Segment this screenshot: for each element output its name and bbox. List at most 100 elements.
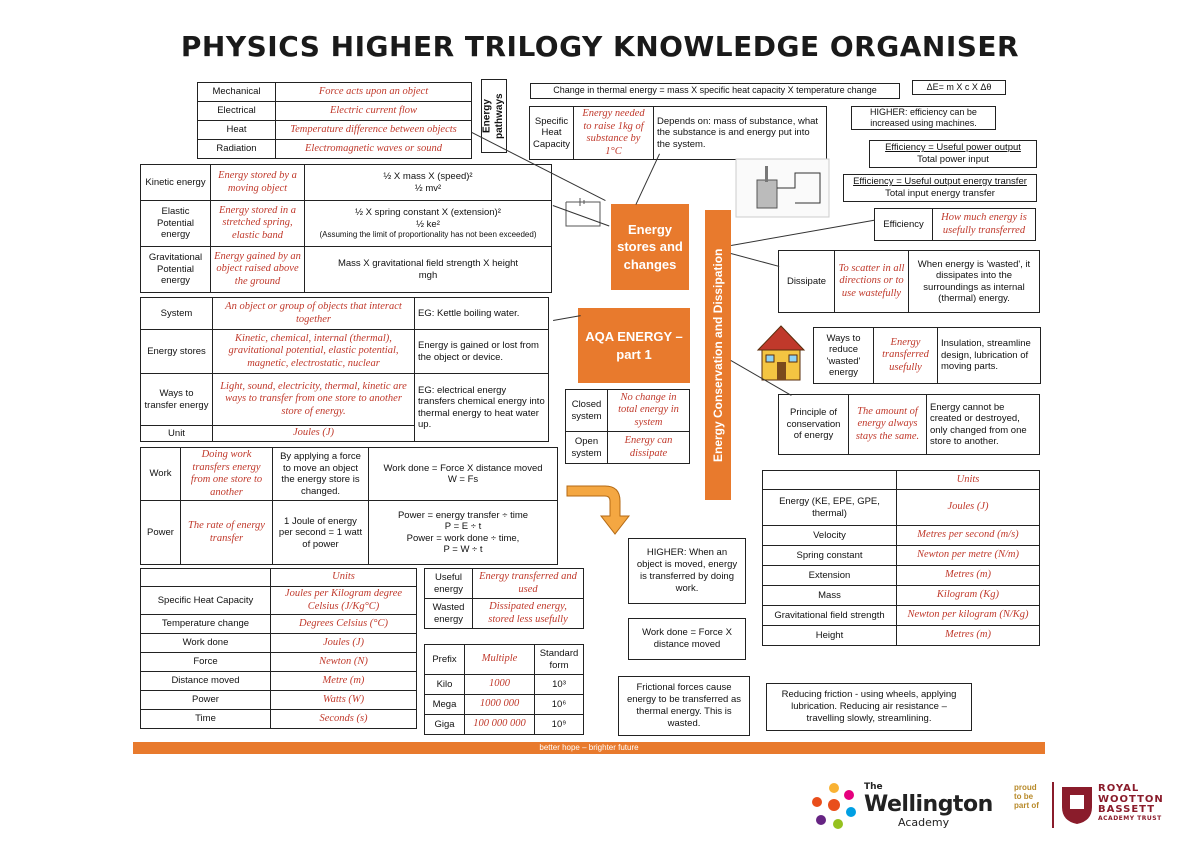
pathway-desc: Electromagnetic waves or sound xyxy=(275,139,472,159)
reduce-table: Ways to reduce 'wasted' energy Energy tr… xyxy=(813,327,1041,384)
pathway-name: Electrical xyxy=(197,101,276,121)
prefix-header: Multiple xyxy=(464,644,535,675)
pathway-name: Mechanical xyxy=(197,82,276,102)
store-name: Gravitational Potential energy xyxy=(140,246,211,293)
dissipate-desc: To scatter in all directions or to use w… xyxy=(834,250,909,313)
system-name: Ways to transfer energy xyxy=(140,373,213,426)
equation-line: ½ ke² xyxy=(416,218,440,230)
efficiency-table: Efficiency How much energy is usefully t… xyxy=(874,208,1036,241)
efficiency-name: Efficiency xyxy=(874,208,933,241)
prefix-standard: 10³ xyxy=(534,674,584,695)
pathway-name: Radiation xyxy=(197,139,276,159)
quantity-name: Power xyxy=(140,690,271,711)
useful-desc: Dissipated energy, stored less usefully xyxy=(472,598,584,629)
apparatus-diagram-icon xyxy=(735,158,830,218)
quantity-name: Energy (KE, EPE, GPE, thermal) xyxy=(762,489,897,526)
pathway-desc: Electric current flow xyxy=(275,101,472,121)
work-eq: Work done = Force X distance moved W = F… xyxy=(368,446,558,502)
reduce-note: Insulation, streamline design, lubricati… xyxy=(937,327,1041,384)
efficiency-eq2: Efficiency = Useful output energy transf… xyxy=(843,174,1037,202)
reduce-desc: Energy transferred usefully xyxy=(873,327,938,384)
system-type-desc: No change in total energy in system xyxy=(607,389,690,432)
empty-header-cell xyxy=(140,568,271,587)
connector-line xyxy=(635,153,660,205)
store-name: Kinetic energy xyxy=(140,164,211,201)
quantity-name: Time xyxy=(140,709,271,730)
useful-name: Useful energy xyxy=(424,568,473,599)
quantity-unit: Newton per metre (N/m) xyxy=(896,545,1040,566)
store-desc: Energy stored in a stretched spring, ela… xyxy=(210,200,305,247)
quantity-unit: Joules (J) xyxy=(270,633,417,654)
quantity-unit: Metres (m) xyxy=(896,625,1040,646)
dissipate-name: Dissipate xyxy=(778,250,835,313)
quantity-name: Gravitational field strength xyxy=(762,605,897,626)
prefix-name: Kilo xyxy=(424,674,465,695)
efficiency-higher: HIGHER: efficiency can be increased usin… xyxy=(851,106,996,130)
thermal-short: ΔE= m X c X Δθ xyxy=(912,80,1006,95)
dissipate-table: Dissipate To scatter in all directions o… xyxy=(778,250,1040,313)
prefix-multiple: 100 000 000 xyxy=(464,714,535,735)
thermal-equation: Change in thermal energy = mass X specif… xyxy=(530,83,900,99)
store-desc: Energy stored by a moving object xyxy=(210,164,305,201)
equation-line: ½ mv² xyxy=(414,182,442,194)
pathway-desc: Temperature difference between objects xyxy=(275,120,472,140)
prefix-multiple: 1000 000 xyxy=(464,694,535,715)
rwb-line-2: WOOTTON xyxy=(1098,793,1164,805)
system-name: Energy stores xyxy=(140,329,213,374)
prefix-name: Giga xyxy=(424,714,465,735)
aqa-energy-box: AQA ENERGY – part 1 xyxy=(578,308,690,383)
efficiency-desc: How much energy is usefully transferred xyxy=(932,208,1036,241)
table-row: Energy (KE, EPE, GPE, thermal)Joules (J) xyxy=(762,489,1040,526)
system-desc: An object or group of objects that inter… xyxy=(212,297,415,330)
pathway-desc: Force acts upon an object xyxy=(275,82,472,102)
system-type-desc: Energy can dissipate xyxy=(607,431,690,464)
quantity-unit: Metres (m) xyxy=(896,565,1040,586)
quantity-unit: Newton (N) xyxy=(270,652,417,673)
conservation-desc: The amount of energy always stays the sa… xyxy=(848,394,927,455)
equation-line: mgh xyxy=(418,269,438,281)
energy-stores-box: Energy stores and changes xyxy=(611,204,689,290)
work-eq: Power = energy transfer ÷ time P = E ÷ t… xyxy=(368,500,558,566)
equation-line: ½ X spring constant X (extension)² xyxy=(355,207,501,219)
work-def: 1 Joule of energy per second = 1 watt of… xyxy=(272,500,369,566)
system-type-name: Open system xyxy=(565,431,608,464)
rwb-line-4: ACADEMY TRUST xyxy=(1098,814,1162,822)
rwb-text: ROYAL WOOTTON BASSETT ACADEMY TRUST xyxy=(1098,783,1164,822)
circuit-diagram-icon xyxy=(565,198,601,227)
wellington-name: Wellington xyxy=(864,792,993,817)
wellington-the: The xyxy=(864,782,883,792)
frictional-box: Frictional forces cause energy to be tra… xyxy=(618,676,750,736)
useful-desc: Energy transferred and used xyxy=(472,568,584,599)
work-desc: The rate of energy transfer xyxy=(180,500,273,566)
rwb-line-1: ROYAL xyxy=(1098,783,1140,794)
system-example: EG: Kettle boiling water. xyxy=(414,297,549,330)
higher-work-box: HIGHER: When an object is moved, energy … xyxy=(628,538,746,604)
quantity-name: Mass xyxy=(762,585,897,606)
